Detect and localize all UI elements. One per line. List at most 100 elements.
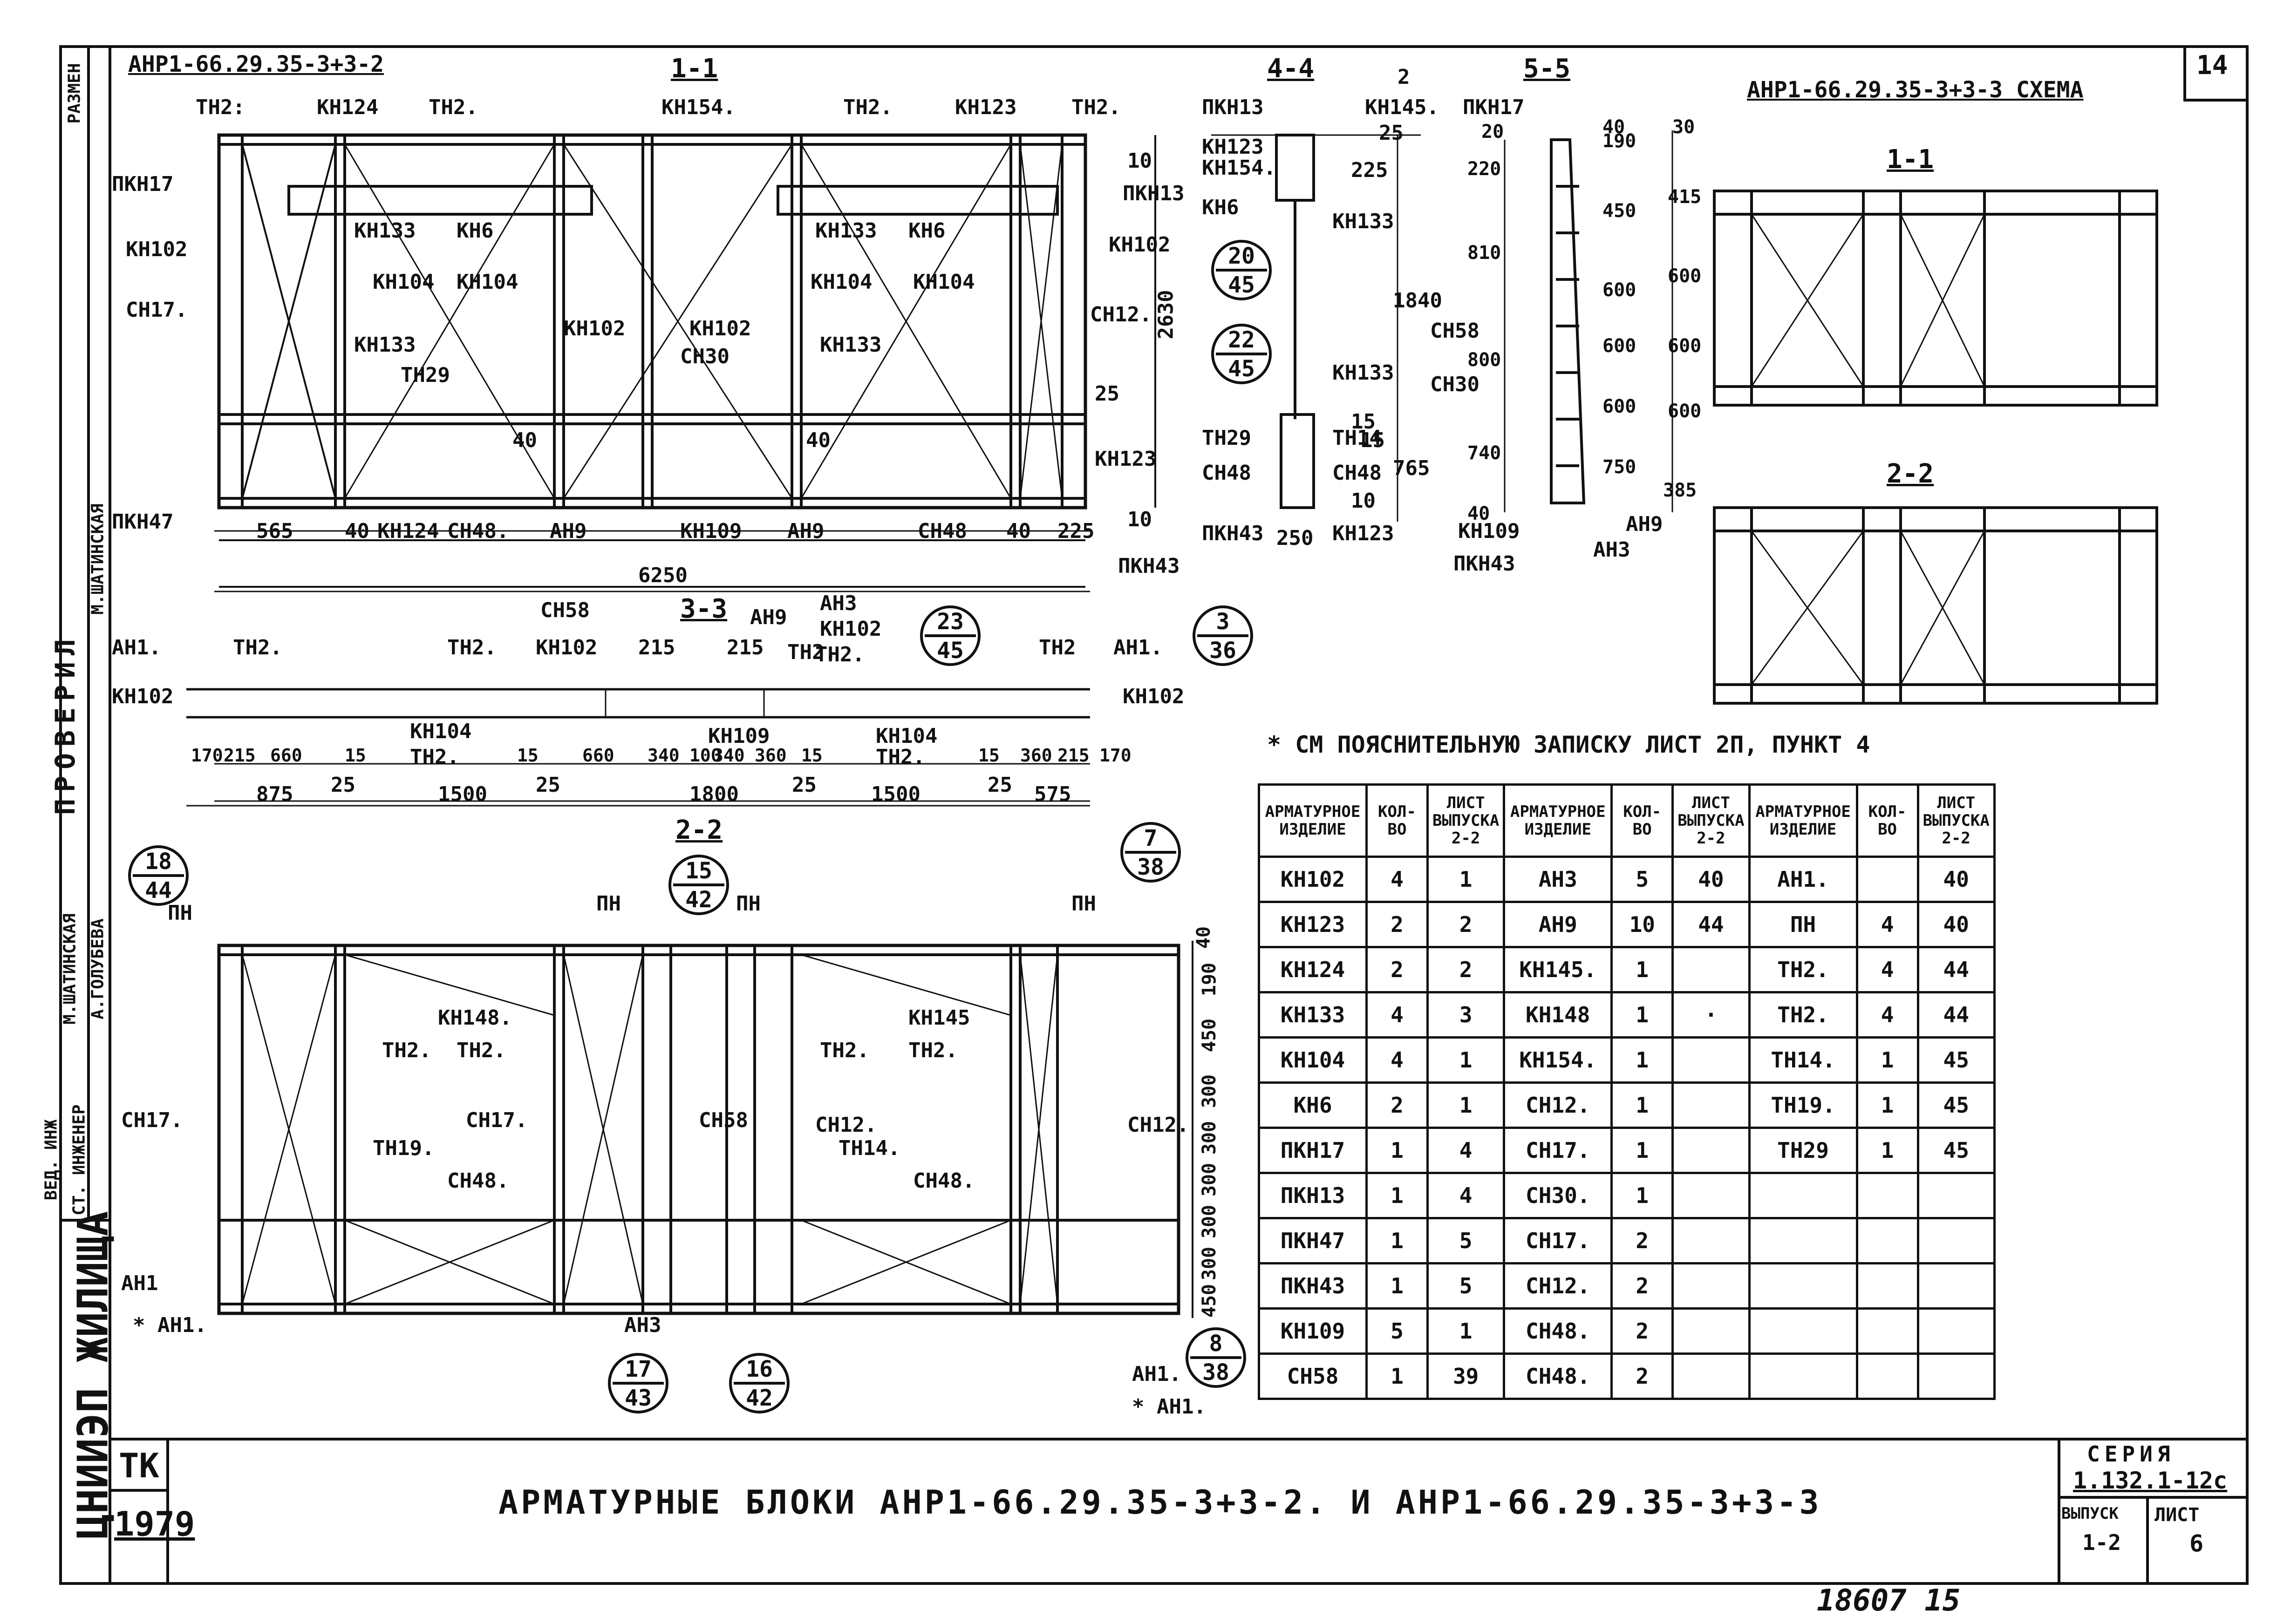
bubble-top: 17: [625, 1356, 652, 1382]
bubble-bottom: 38: [1202, 1359, 1229, 1386]
table-cell: СН12.: [1503, 1081, 1613, 1129]
table-cell: 44: [1916, 991, 1996, 1039]
table-cell: 2: [1610, 1262, 1674, 1310]
s33-labels-item: 15: [801, 745, 823, 766]
s33-labels-item: 875: [256, 782, 293, 806]
table-cell: [1671, 1127, 1751, 1174]
s55-labels-item: 385: [1663, 480, 1697, 501]
table-cell: КН102: [1258, 856, 1368, 903]
s22-labels-item: СН12.: [1127, 1113, 1189, 1137]
table-cell: [1855, 1352, 1919, 1400]
s33-labels-item: КН102: [820, 617, 882, 641]
table-cell: [1916, 1352, 1996, 1400]
s33-labels-item: 660: [582, 745, 614, 766]
bubble-layer: [128, 240, 1272, 1413]
s55-labels-item: 600: [1602, 396, 1636, 417]
s55-labels-item: 600: [1602, 279, 1636, 301]
table-cell: 5: [1610, 856, 1674, 903]
engineer-name-3: М.ШАТИНСКАЯ: [88, 503, 108, 615]
table-cell: КН154.: [1503, 1036, 1613, 1084]
table-cell: [1671, 1262, 1751, 1310]
table-cell: АН9: [1503, 901, 1613, 948]
table-cell: КН123: [1258, 901, 1368, 948]
table-cell: ТН2.: [1748, 991, 1858, 1039]
table-cell: 40: [1916, 901, 1996, 948]
s55-labels-item: КН109: [1458, 519, 1520, 543]
s44-labels-item: КН145.: [1365, 95, 1439, 119]
s55-labels-item: 40: [1467, 503, 1490, 524]
table-cell: 3: [1426, 991, 1506, 1039]
s22-labels-item: КН148.: [438, 1006, 512, 1030]
table-cell: 2: [1610, 1352, 1674, 1400]
elevation-dim-d10a: 10: [1127, 149, 1152, 173]
table-cell: ТН2.: [1748, 946, 1858, 993]
table-cell: 45: [1916, 1127, 1996, 1174]
s44-labels-item: СН48: [1202, 461, 1251, 485]
s33-labels-item: КН102: [536, 636, 598, 659]
table-cell: [1671, 1081, 1751, 1129]
table-cell: СН12.: [1503, 1262, 1613, 1310]
elev-labels-item: КН124: [377, 519, 439, 543]
title-year: 1979: [114, 1504, 195, 1543]
elev-labels-item: ТН2:: [196, 95, 245, 119]
s33-labels-item: 170: [1099, 745, 1132, 766]
s55-labels-item: АН3: [1593, 538, 1630, 562]
elev-labels-item: ТН2.: [429, 95, 478, 119]
s22-labels-item: ТН14.: [839, 1136, 900, 1160]
elev-labels-item: СН12.: [1090, 303, 1152, 326]
elev-labels-item: КН133: [815, 219, 877, 243]
note-text: * СМ ПОЯСНИТЕЛЬНУЮ ЗАПИСКУ ЛИСТ 2П, ПУНК…: [1267, 731, 1870, 758]
s33-labels-item: ТН2: [1039, 636, 1076, 659]
elev-labels-item: СН30: [680, 345, 730, 368]
s33-labels-item: 1800: [689, 782, 739, 806]
table-cell: 2: [1610, 1217, 1674, 1264]
bubble-bottom: 38: [1137, 854, 1164, 880]
table-cell: 2: [1365, 1081, 1429, 1129]
elev-labels-item: КН102: [564, 317, 626, 340]
elevation-dim-d40d: 40: [806, 428, 831, 452]
table-cell: 2: [1426, 901, 1506, 948]
table-cell: КН145.: [1503, 946, 1613, 993]
table-cell: 1: [1426, 1081, 1506, 1129]
th-qty-2: КОЛ-ВО: [1610, 783, 1674, 858]
strip-top-word: РАЗМЕН: [65, 63, 84, 124]
elevation-dim-d2630: 2630: [1154, 290, 1178, 340]
s55-labels-item: 30: [1672, 116, 1695, 138]
table-cell: 1: [1610, 1172, 1674, 1219]
table-cell: 45: [1916, 1036, 1996, 1084]
bubble-top: 16: [746, 1356, 773, 1382]
callout-bubble: [1120, 822, 1181, 883]
table-cell: СН30.: [1503, 1172, 1613, 1219]
s33-labels-item: 25: [792, 773, 817, 797]
sheet-value: 6: [2189, 1530, 2204, 1557]
elevation-dim-d40a: 40: [345, 519, 369, 543]
elev-labels-item: КН133: [820, 333, 882, 357]
s22-labels-item: СН17.: [121, 1108, 183, 1132]
scheme-1-1-label: 1-1: [1887, 144, 1934, 175]
table-cell: СН17.: [1503, 1127, 1613, 1174]
elev-labels-item: ТН29: [401, 363, 450, 387]
table-cell: 1: [1610, 1081, 1674, 1129]
bubble-top: 8: [1209, 1331, 1223, 1357]
s33-labels-item: ТН2.: [447, 636, 497, 659]
section-1-1-label: 1-1: [671, 54, 718, 84]
s33-labels-item: 360: [755, 745, 787, 766]
s22-labels-item: ПН: [596, 892, 621, 916]
th-qty-3: КОЛ-ВО: [1855, 783, 1919, 858]
s22-labels-item: 450: [1199, 1018, 1220, 1053]
table-cell: 4: [1426, 1172, 1506, 1219]
elev-labels-item: КН123: [955, 95, 1017, 119]
elevation-dim-d565: 565: [256, 519, 293, 543]
table-cell: 1: [1855, 1127, 1919, 1174]
elev-labels-item: КН102: [689, 317, 751, 340]
s44-labels-item: КН123: [1202, 135, 1264, 159]
s33-labels-item: 1500: [871, 782, 920, 806]
table-cell: [1855, 1307, 1919, 1355]
table-cell: 1: [1855, 1081, 1919, 1129]
table-cell: 1: [1426, 856, 1506, 903]
table-cell: [1748, 1307, 1858, 1355]
